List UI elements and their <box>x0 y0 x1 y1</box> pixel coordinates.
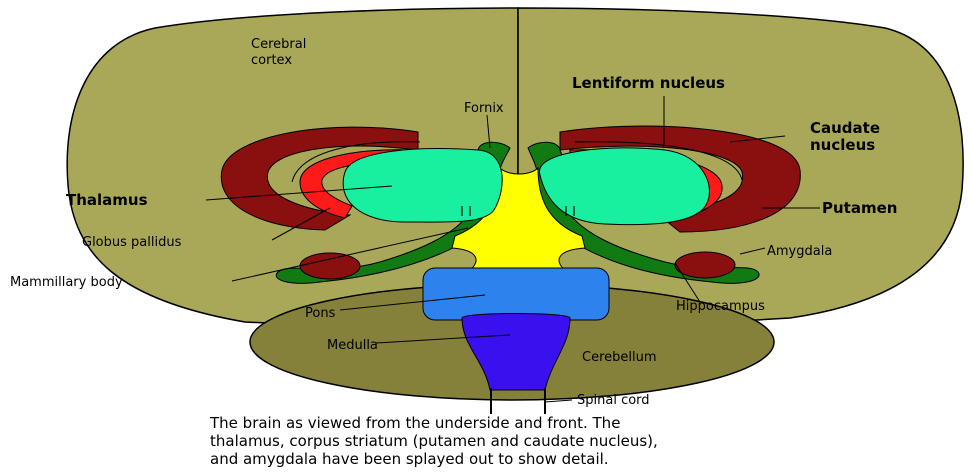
label-cerebral-cortex-line1: Cerebral <box>251 37 306 52</box>
label-mammillary-body: Mammillary body <box>10 275 123 290</box>
right-amygdala <box>675 252 735 278</box>
label-medulla: Medulla <box>327 338 378 353</box>
left-amygdala <box>300 253 360 279</box>
right-thalamus <box>539 148 709 225</box>
label-cerebellum: Cerebellum <box>582 350 657 365</box>
label-caudate-nucleus-line2: nucleus <box>810 136 875 154</box>
caption-line-2: thalamus, corpus striatum (putamen and c… <box>210 432 830 450</box>
label-thalamus: Thalamus <box>66 191 148 209</box>
label-fornix: Fornix <box>464 101 504 116</box>
label-spinal-cord: Spinal cord <box>577 393 650 408</box>
left-thalamus <box>343 149 502 222</box>
pons <box>423 268 609 320</box>
label-pons: Pons <box>305 306 336 321</box>
label-caudate-nucleus-line1: Caudate <box>810 119 880 137</box>
caption-line-3: and amygdala have been splayed out to sh… <box>210 450 830 468</box>
label-amygdala: Amygdala <box>767 244 832 259</box>
label-globus-pallidus: Globus pallidus <box>82 235 182 250</box>
label-lentiform-nucleus: Lentiform nucleus <box>572 74 725 92</box>
label-cerebral-cortex-line2: cortex <box>251 53 292 68</box>
label-putamen: Putamen <box>822 199 897 217</box>
figure-caption: The brain as viewed from the underside a… <box>210 414 830 468</box>
caption-line-1: The brain as viewed from the underside a… <box>210 414 830 432</box>
label-hippocampus: Hippocampus <box>676 299 765 314</box>
